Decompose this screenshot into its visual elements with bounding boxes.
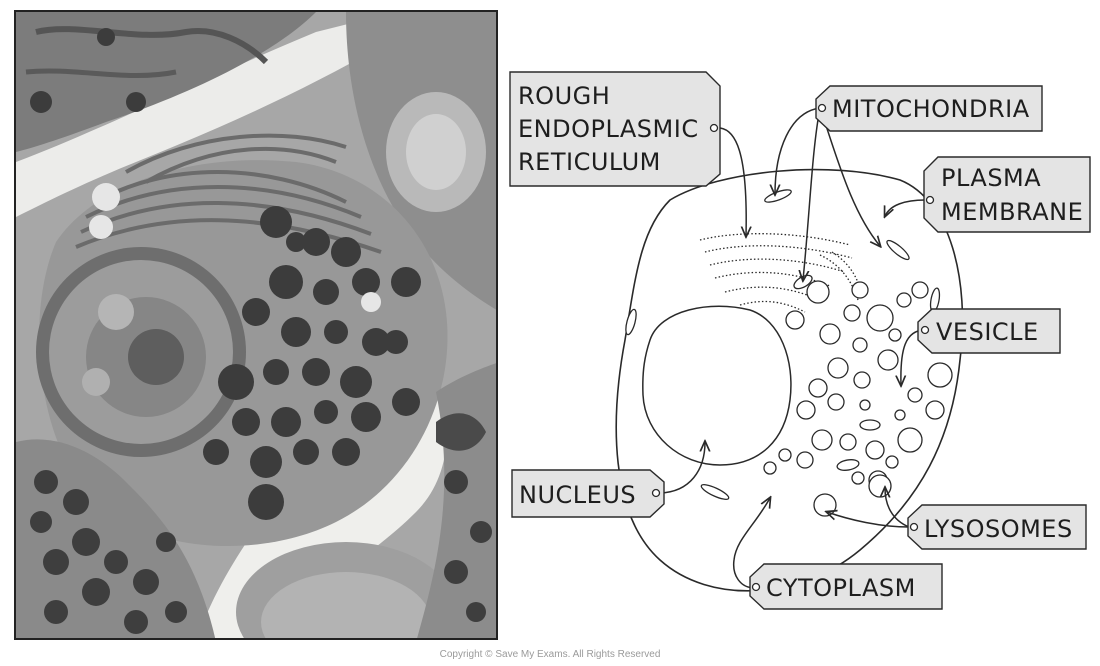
label-vesicle: VESICLE — [917, 308, 1061, 354]
label-rough-er-line3: RETICULUM — [518, 148, 661, 176]
label-nucleus-text: NUCLEUS — [519, 481, 636, 509]
label-rough-er: ROUGH ENDOPLASMIC RETICULUM — [509, 71, 721, 187]
label-lysosomes: LYSOSOMES — [907, 504, 1087, 550]
label-plasma-membrane: PLASMA MEMBRANE — [923, 156, 1091, 233]
label-plasma-membrane-line1: PLASMA — [941, 164, 1041, 192]
nucleus-shape — [642, 305, 792, 466]
label-lysosomes-text: LYSOSOMES — [924, 515, 1073, 543]
label-mitochondria-text: MITOCHONDRIA — [832, 95, 1030, 123]
copyright-notice: Copyright © Save My Exams. All Rights Re… — [439, 649, 661, 660]
label-cytoplasm: CYTOPLASM — [749, 563, 943, 610]
rough-er-shape — [699, 233, 863, 313]
label-rough-er-line1: ROUGH — [518, 82, 610, 110]
electron-micrograph — [14, 10, 498, 640]
micrograph-art — [16, 12, 496, 638]
label-mitochondria: MITOCHONDRIA — [815, 85, 1043, 132]
label-cytoplasm-text: CYTOPLASM — [766, 574, 916, 602]
cell-diagram: ROUGH ENDOPLASMIC RETICULUM MITOCHONDRIA… — [509, 71, 1091, 610]
label-vesicle-text: VESICLE — [936, 318, 1039, 346]
label-plasma-membrane-line2: MEMBRANE — [941, 198, 1083, 226]
label-rough-er-line2: ENDOPLASMIC — [518, 115, 699, 143]
label-nucleus: NUCLEUS — [511, 469, 665, 518]
